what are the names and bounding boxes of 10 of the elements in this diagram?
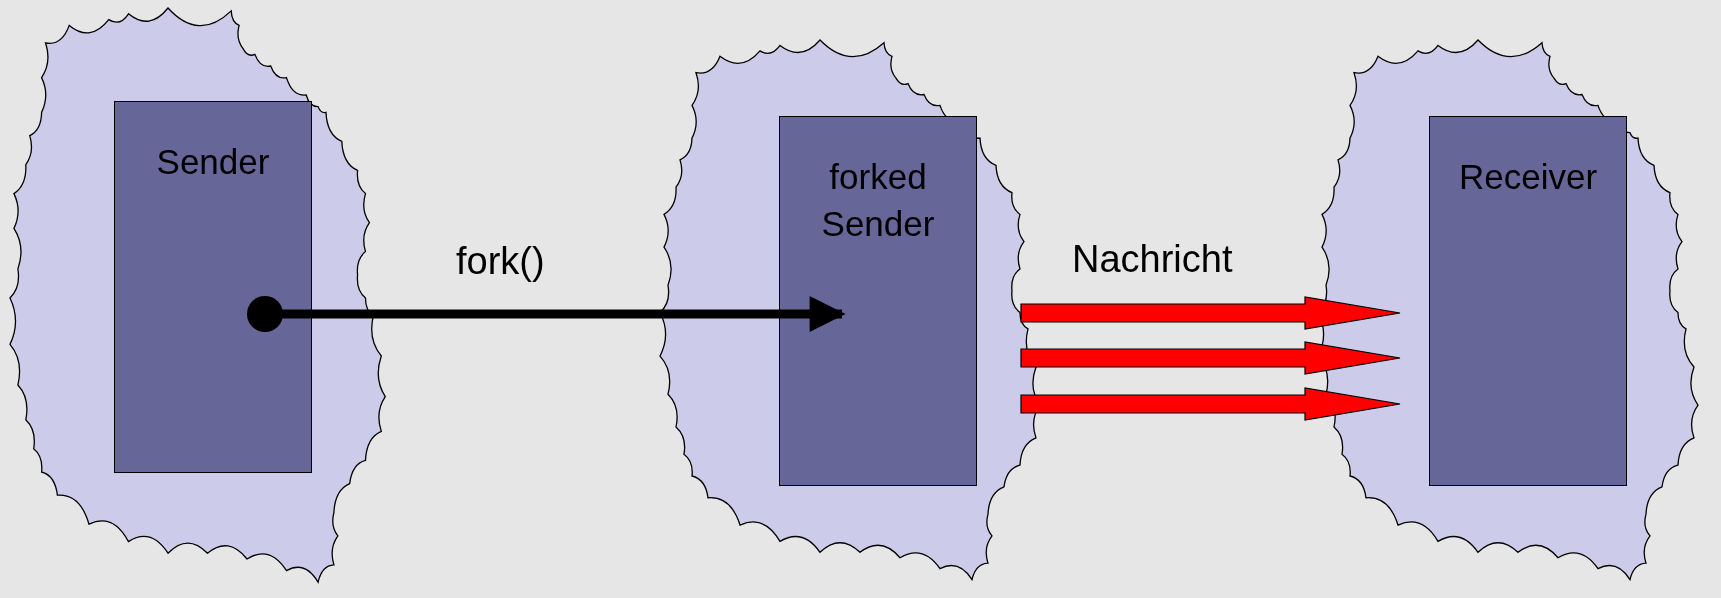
block-arrow <box>1020 387 1401 421</box>
process-box <box>114 101 312 473</box>
arrow <box>247 296 846 332</box>
block-arrow <box>1020 341 1401 375</box>
block-arrow <box>1020 296 1401 330</box>
process-name: forked Sender <box>820 156 936 246</box>
process-name: Receiver <box>1458 156 1598 198</box>
process-box <box>1429 116 1627 486</box>
process-name: Sender <box>156 141 270 183</box>
process-box <box>779 116 977 486</box>
